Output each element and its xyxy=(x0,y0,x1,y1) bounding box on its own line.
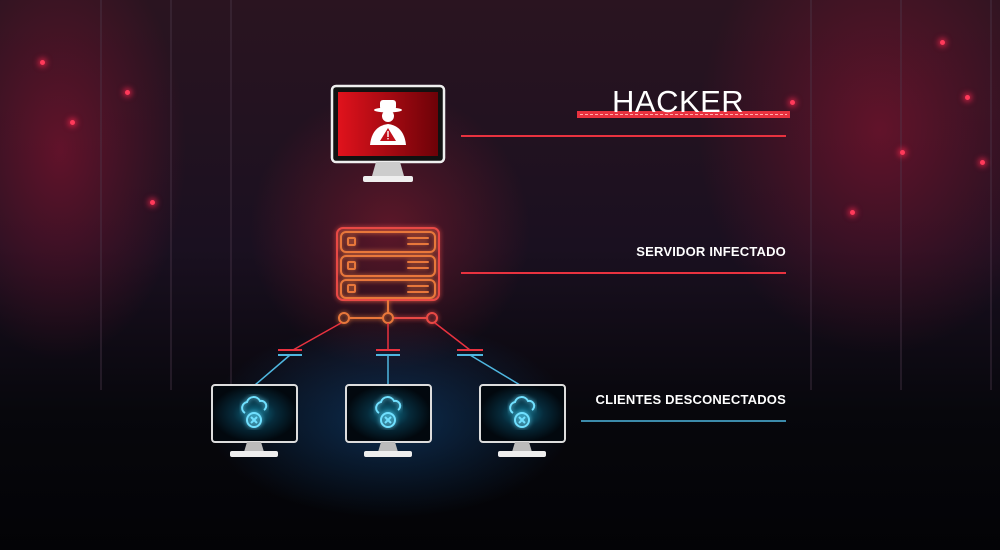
clients-label: CLIENTES DESCONECTADOS xyxy=(595,392,786,407)
hacker-label: HACKER xyxy=(612,84,745,119)
broken-links xyxy=(254,322,521,386)
client-monitor xyxy=(479,384,566,457)
cloud-disconnected-icon xyxy=(241,396,268,428)
hacker-monitor xyxy=(330,84,446,182)
cloud-disconnected-icon xyxy=(509,396,536,428)
client-monitor xyxy=(345,384,432,457)
cloud-disconnected-icon xyxy=(375,396,402,428)
spy-warning-icon xyxy=(370,100,406,145)
server-label: SERVIDOR INFECTADO xyxy=(636,244,786,259)
server-stack-icon xyxy=(336,227,440,324)
hacker-dashed-bar xyxy=(577,111,790,118)
client-monitor xyxy=(211,384,298,457)
